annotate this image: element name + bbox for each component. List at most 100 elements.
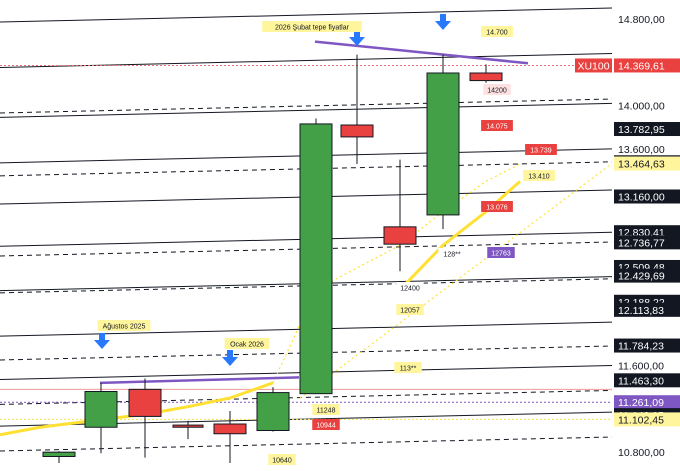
annotation-label: 12400 xyxy=(396,282,424,293)
level-tag[interactable]: 12.736,77 xyxy=(614,235,680,250)
trendline xyxy=(314,40,529,65)
candle-body xyxy=(128,388,162,417)
annotation-bg xyxy=(396,304,424,315)
annotations-layer: 14.7001420014.07513.73913.41013.076128**… xyxy=(97,21,557,465)
arrow-head xyxy=(435,21,451,30)
arrow-head xyxy=(94,340,110,349)
level-tag[interactable]: 13.464,63 xyxy=(614,156,680,171)
candle-down[interactable] xyxy=(213,411,247,463)
annotation-label: 10944 xyxy=(312,419,340,430)
annotation-bg xyxy=(481,201,513,212)
level-tag-text: 11.102,45 xyxy=(618,414,664,426)
candle-up[interactable] xyxy=(256,387,290,432)
dashed-level-line xyxy=(0,98,613,114)
level-tag-text: 13.464,63 xyxy=(618,158,665,170)
channel-line xyxy=(0,7,613,23)
arrow-shaft xyxy=(354,30,360,38)
candles-layer xyxy=(42,54,503,463)
last-price-bg xyxy=(614,58,680,73)
level-tag-text: 11.261,09 xyxy=(618,397,664,409)
candle-body xyxy=(340,124,374,138)
annotation-text: 12400 xyxy=(400,286,420,293)
level-tag-bg xyxy=(614,268,680,283)
level-tag-text: 13.160,00 xyxy=(618,192,665,204)
annotation-text: 128** xyxy=(443,252,460,259)
annotation-text: 13.739 xyxy=(530,148,552,155)
candle-down[interactable] xyxy=(469,64,503,83)
trendline-label-bg xyxy=(262,21,362,32)
level-tag-bg xyxy=(614,373,680,388)
symbol-text: XU100 xyxy=(577,60,609,72)
annotation-bg xyxy=(438,248,466,259)
level-tag[interactable]: 12.113,83 xyxy=(614,302,680,317)
ma-projection-line xyxy=(299,163,613,399)
level-tag[interactable]: 11.463,30 xyxy=(614,373,680,388)
level-tag-bg xyxy=(614,412,680,427)
level-tag[interactable]: 11.784,23 xyxy=(614,338,680,353)
trendline-label-bg xyxy=(97,320,151,331)
symbol-badge-bg xyxy=(575,58,612,73)
annotation-text: 10640 xyxy=(272,458,292,465)
level-tag-text: 11.784,23 xyxy=(618,341,664,353)
annotation-label: 13.410 xyxy=(523,170,555,181)
level-tag-text: 12.113,83 xyxy=(618,305,664,317)
last-price-tag[interactable]: 14.369,61 xyxy=(614,58,680,73)
annotation-bg xyxy=(523,170,555,181)
arrow-shaft xyxy=(227,350,233,358)
candle-down[interactable] xyxy=(383,159,417,272)
annotation-label: 13.739 xyxy=(525,144,557,155)
candle-body xyxy=(383,226,417,245)
level-tag-text: 13.782,95 xyxy=(618,124,665,136)
level-tag[interactable]: 12.429,69 xyxy=(614,268,680,283)
candle-down[interactable] xyxy=(128,378,162,458)
candle-down[interactable] xyxy=(172,420,204,440)
candle-up[interactable] xyxy=(426,54,460,229)
symbol-badge[interactable]: XU100 xyxy=(575,58,612,73)
annotation-bg xyxy=(481,120,513,131)
level-tag-bg xyxy=(614,338,680,353)
level-tag-bg xyxy=(614,302,680,317)
annotation-text: 12057 xyxy=(400,308,420,315)
axis-tick-label: 13.600,00 xyxy=(618,144,665,156)
channel-line xyxy=(0,102,613,118)
candle-body xyxy=(469,72,503,82)
level-tag[interactable]: 13.160,00 xyxy=(614,189,680,204)
trendline-label: Ağustos 2025 xyxy=(97,320,151,331)
annotation-label: 13.076 xyxy=(481,201,513,212)
level-tag[interactable]: 11.261,09 xyxy=(614,395,680,410)
annotation-bg xyxy=(481,26,513,37)
arrow-head xyxy=(222,357,238,366)
axis-tick-label: 10.800,00 xyxy=(618,447,665,459)
price-axis[interactable]: 14.800,0014.000,0013.600,0012.800,0011.6… xyxy=(575,14,680,459)
level-tag[interactable]: 11.102,45 xyxy=(614,412,680,427)
candle-up[interactable] xyxy=(42,451,76,463)
arrows-layer xyxy=(94,14,451,366)
candle-body xyxy=(299,123,333,395)
arrow-down-icon xyxy=(222,350,238,366)
annotation-label: 12763 xyxy=(487,247,515,258)
candle-body xyxy=(172,424,204,428)
annotation-label: 128** xyxy=(438,248,466,259)
annotation-bg xyxy=(394,362,422,373)
candle-down[interactable] xyxy=(340,54,374,164)
candle-up[interactable] xyxy=(299,118,333,395)
annotation-bg xyxy=(312,419,340,430)
candle-up[interactable] xyxy=(84,382,118,454)
annotation-bg xyxy=(224,338,270,349)
annotation-label: 12057 xyxy=(396,304,424,315)
level-tag[interactable]: 13.782,95 xyxy=(614,122,680,137)
level-tag-bg xyxy=(614,122,680,137)
annotation-text: 113** xyxy=(400,366,417,373)
arrow-down-icon xyxy=(349,30,365,46)
level-tag-bg xyxy=(614,156,680,171)
annotation-text: 14200 xyxy=(487,88,507,95)
level-tag-bg xyxy=(614,189,680,204)
axis-tick-label: 11.600,00 xyxy=(618,361,664,373)
last-price-text: 14.369,61 xyxy=(618,60,665,72)
annotation-text: 12763 xyxy=(491,251,511,258)
trendline xyxy=(99,376,300,385)
trendline-label: 2026 Şubat tepe fiyatlar xyxy=(262,21,362,32)
annotation-label: 113** xyxy=(394,362,422,373)
level-tag-text: 12.736,77 xyxy=(618,237,665,249)
